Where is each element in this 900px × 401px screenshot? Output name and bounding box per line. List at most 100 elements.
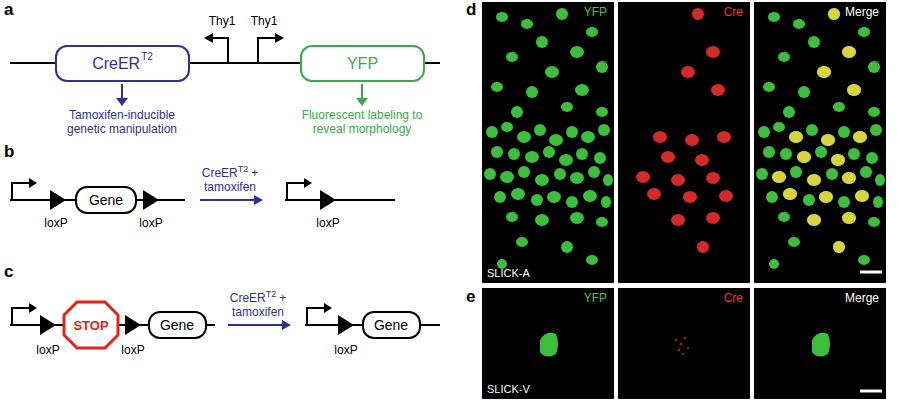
reaction-arrow	[200, 199, 255, 201]
yfp-cells	[756, 8, 885, 269]
promoter-arrow	[212, 38, 228, 63]
promoter-label: Thy1	[244, 14, 284, 28]
site-label: loxP	[115, 343, 151, 357]
micrograph-panel: YFP SLICK-V	[482, 288, 614, 399]
panel-letter: b	[4, 142, 28, 162]
arrow-head	[304, 178, 312, 188]
arrow-head	[324, 303, 332, 313]
gene-box: Gene	[362, 311, 421, 339]
arrow-head	[204, 33, 213, 43]
promoter-arrow	[258, 38, 276, 63]
arrow-head	[282, 320, 291, 330]
dot	[675, 339, 678, 342]
merged-cells	[772, 8, 869, 253]
label-part: CreER	[202, 166, 238, 180]
micrograph	[618, 288, 750, 399]
arrow-head	[356, 98, 368, 106]
dot	[682, 353, 684, 355]
loxp-triangle	[143, 190, 159, 210]
gene-box: Gene	[75, 186, 137, 214]
label-part: T2	[266, 289, 277, 299]
scale-bar	[860, 271, 882, 274]
label-line: tamoxifen	[218, 305, 298, 319]
node-text: STOP	[73, 318, 108, 333]
node-text: SLICK-A	[487, 267, 530, 279]
arrow-head	[254, 195, 263, 205]
loxp-triangle	[40, 315, 56, 335]
node-text: Cre	[724, 291, 743, 305]
arrow-head	[29, 303, 37, 313]
arrow-head	[29, 178, 37, 188]
description: Fluorescent labeling to reveal morpholog…	[297, 108, 427, 136]
micrograph-panel: Merge	[754, 2, 886, 283]
micrograph	[482, 288, 614, 399]
yfp-cells	[484, 8, 613, 269]
micrograph	[618, 2, 750, 283]
node-text: T2	[141, 51, 153, 62]
label-line: CreERT2+	[218, 291, 298, 305]
label-part: +	[279, 291, 286, 305]
reaction-arrow	[228, 324, 283, 326]
dot	[678, 349, 681, 352]
gene-box: Gene	[148, 311, 207, 339]
micrograph	[754, 2, 886, 283]
micrograph-panel: Cre	[618, 288, 750, 399]
node-text: SLICK-V	[487, 383, 530, 395]
micrograph	[482, 2, 614, 283]
reaction-label: CreERT2+tamoxifen	[190, 166, 270, 194]
micrograph-panel: YFP SLICK-A	[482, 2, 614, 283]
scale-bar	[860, 390, 882, 393]
site-label: loxP	[133, 216, 169, 230]
node-text: YFP	[584, 5, 607, 19]
node-text: Gene	[89, 192, 123, 208]
octagon	[64, 302, 118, 348]
panel-letter: e	[466, 287, 482, 307]
label-part: T2	[238, 164, 249, 174]
yfp-cell	[540, 333, 558, 357]
gene-box: CreERT2	[55, 45, 190, 82]
cre-cells	[636, 8, 733, 253]
yfp-cell	[812, 333, 830, 357]
node-text: YFP	[347, 55, 378, 73]
promoter-arrow	[287, 183, 305, 200]
reaction-label: CreERT2+tamoxifen	[218, 291, 298, 319]
site-label: loxP	[328, 343, 364, 357]
loxp-triangle	[320, 190, 336, 210]
node-text: Merge	[845, 291, 879, 305]
panel-letter: d	[466, 0, 482, 20]
site-label: loxP	[310, 216, 346, 230]
dot	[684, 337, 687, 340]
arrow-head	[275, 33, 284, 43]
dna-line	[285, 199, 395, 201]
stop-octagon: STOP	[62, 300, 120, 350]
site-label: loxP	[38, 216, 74, 230]
label-line: tamoxifen	[190, 180, 270, 194]
loxp-triangle	[125, 315, 141, 335]
label-part: CreER	[230, 291, 266, 305]
dot	[680, 343, 683, 346]
node-text: Merge	[845, 5, 879, 19]
cre-dots	[675, 337, 690, 355]
label-line: CreERT2+	[190, 166, 270, 180]
micrograph-panel: Merge	[754, 288, 886, 399]
node-text: Gene	[374, 317, 408, 333]
dot	[687, 347, 689, 349]
gene-box: YFP	[300, 45, 425, 82]
arrow-head	[116, 98, 128, 106]
promoter-arrow	[12, 183, 30, 200]
node-text: CreER	[92, 55, 140, 73]
site-label: loxP	[30, 343, 66, 357]
node-text: Gene	[160, 317, 194, 333]
panel-letter: a	[4, 0, 28, 20]
promoter-arrow	[307, 308, 325, 325]
node-text: YFP	[584, 291, 607, 305]
node-text: Cre	[724, 5, 743, 19]
micrograph-panel: Cre	[618, 2, 750, 283]
promoter-arrow	[12, 308, 30, 325]
down-arrow	[361, 84, 363, 99]
loxp-triangle	[50, 190, 66, 210]
label-part: +	[251, 166, 258, 180]
loxp-triangle	[338, 315, 354, 335]
micrograph	[754, 288, 886, 399]
